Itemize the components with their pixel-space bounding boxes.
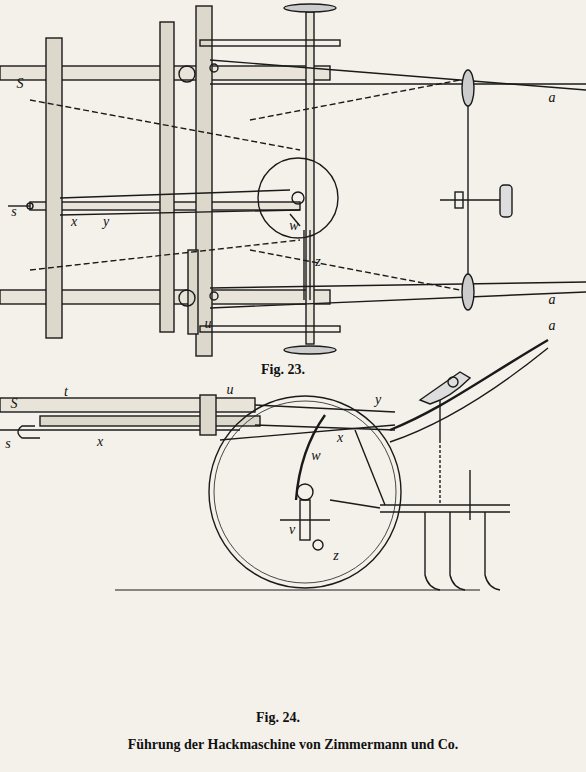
part-letter: z <box>333 549 338 563</box>
part-letter: s <box>11 205 16 219</box>
part-letter: S <box>11 397 18 411</box>
part-letter: a <box>549 319 556 333</box>
part-letter: v <box>289 523 295 537</box>
top-view <box>0 4 586 356</box>
part-letter: y <box>103 215 109 229</box>
part-letter: s <box>5 437 10 451</box>
side-view <box>0 340 548 590</box>
figure-caption: Führung der Hackmaschine von Zimmermann … <box>128 738 459 752</box>
part-letter: a <box>549 293 556 307</box>
part-letter: w <box>311 449 320 463</box>
part-letter: t <box>64 385 68 399</box>
part-letter: y <box>375 393 381 407</box>
part-letter: x <box>97 435 103 449</box>
part-letter: u <box>227 383 234 397</box>
part-letter: x <box>337 431 343 445</box>
figure-number: Fig. 24. <box>256 711 300 725</box>
part-letter: u <box>205 317 212 331</box>
part-letter: x <box>71 215 77 229</box>
figure-number: Fig. 23. <box>261 363 305 377</box>
part-letter: z <box>315 255 320 269</box>
part-letter: w <box>289 219 298 233</box>
part-letter: a <box>549 91 556 105</box>
part-letter: S <box>17 77 24 91</box>
